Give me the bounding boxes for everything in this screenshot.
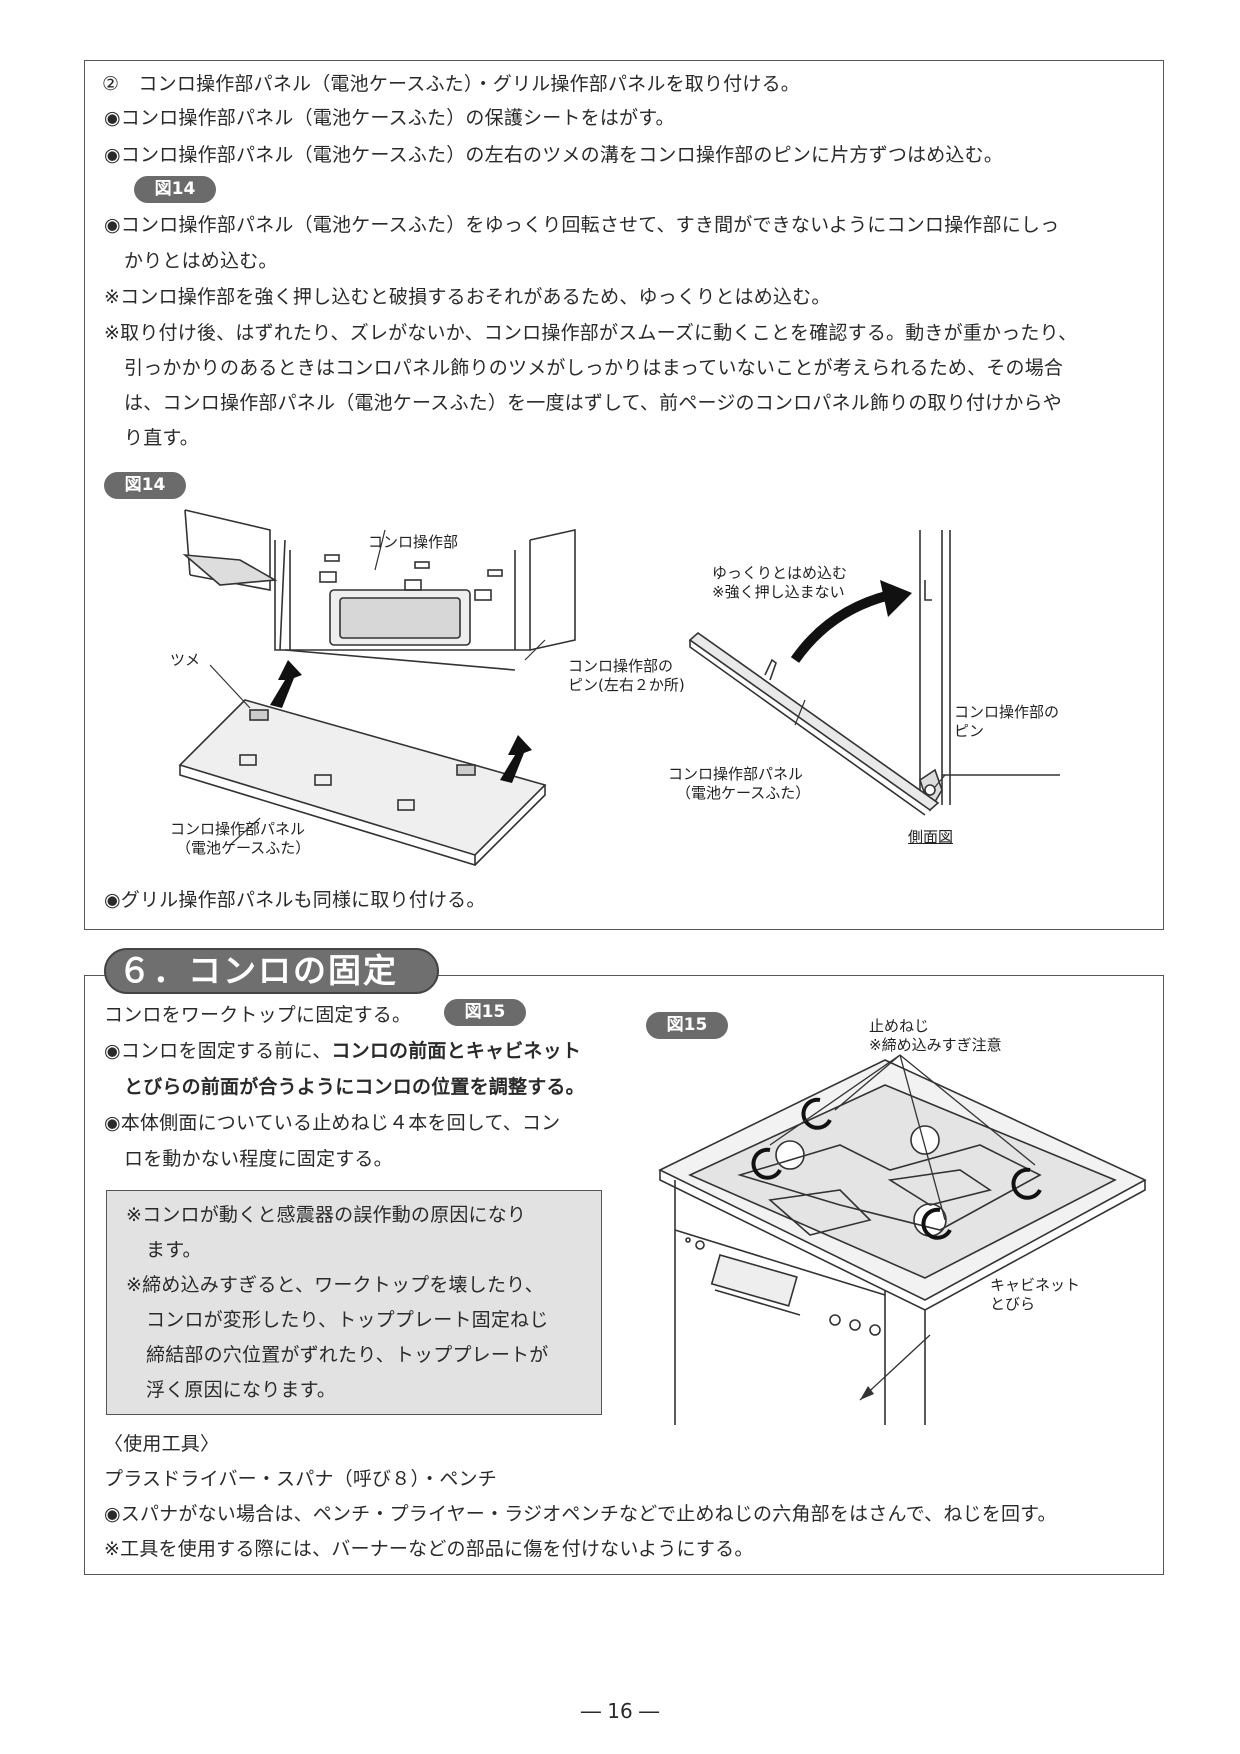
bullet-adjust-emphasis-cont: とびらの前面が合うようにコンロの位置を調整する。	[124, 1076, 585, 1098]
caution-line1: ※コンロが動くと感震器の誤作動の原因になり	[126, 1204, 527, 1226]
note-check-line1: ※取り付け後、はずれたり、ズレがないか、コンロ操作部がスムーズに動くことを確認す…	[104, 322, 1078, 344]
tools-heading: 〈使用工具〉	[104, 1433, 220, 1455]
label-side-view: 側面図	[908, 828, 954, 846]
fixing-section-box	[84, 975, 1164, 1575]
bullet-set-screws-cont: ロを動かない程度に固定する。	[124, 1148, 393, 1170]
figure-ref-badge: 図14	[134, 176, 216, 203]
page-number: ― 16 ―	[580, 1699, 660, 1723]
tool-caution: ※工具を使用する際には、バーナーなどの部品に傷を付けないようにする。	[104, 1538, 754, 1560]
grill-panel-note: ◉グリル操作部パネルも同様に取り付ける。	[104, 889, 486, 911]
bullet-rotate-panel-cont: かりとはめ込む。	[124, 250, 278, 272]
note-push-gently: ※コンロ操作部を強く押し込むと破損するおそれがあるため、ゆっくりとはめ込む。	[104, 286, 831, 308]
label-panel: コンロ操作部パネル	[170, 820, 306, 838]
bullet-insert-tabs: ◉コンロ操作部パネル（電池ケースふた）の左右のツメの溝をコンロ操作部のピンに片方…	[104, 144, 1004, 166]
bullet-remove-sheet: ◉コンロ操作部パネル（電池ケースふた）の保護シートをはがす。	[104, 107, 675, 129]
label-pin: コンロ操作部の	[568, 657, 674, 675]
bullet-adjust-emphasis: コンロの前面とキャビネット	[331, 1040, 582, 1062]
label-do-not-push: ※強く押し込まない	[712, 583, 845, 601]
figure14-badge: 図14	[104, 472, 186, 499]
label-panel-cont: （電池ケースふた）	[176, 839, 311, 857]
label-control-unit: コンロ操作部	[368, 533, 459, 551]
installation-step-box	[84, 60, 1164, 930]
caution-line3: ※締め込みすぎると、ワークトップを壊したり、	[126, 1274, 544, 1296]
bullet-set-screws: ◉本体側面についている止めねじ４本を回して、コン	[104, 1112, 561, 1134]
caution-line2: ます。	[146, 1239, 202, 1261]
label-side-pin: コンロ操作部の	[954, 703, 1060, 721]
figure15-illustration	[658, 1054, 1147, 1425]
intro-text: コンロをワークトップに固定する。	[104, 1004, 412, 1026]
label-side-panel-cont: （電池ケースふた）	[676, 784, 811, 802]
note-check-line4: り直す。	[124, 427, 199, 449]
section-title: ６．コンロの固定	[118, 951, 398, 990]
caution-note-box	[106, 1190, 602, 1415]
label-cabinet-door: キャビネット	[990, 1276, 1081, 1294]
caution-line5: 締結部の穴位置がずれたり、トッププレートが	[146, 1344, 549, 1366]
label-cabinet-door-cont: とびら	[990, 1295, 1036, 1313]
label-insert-slowly: ゆっくりとはめ込む	[712, 564, 848, 582]
label-pin-cont: ピン(左右２か所)	[568, 676, 685, 694]
caution-line6: 浮く原因になります。	[146, 1379, 337, 1401]
figure15-badge: 図15	[646, 1012, 728, 1039]
tools-list: プラスドライバー・スパナ（呼び８）・ペンチ	[104, 1468, 497, 1490]
spanner-tip: ◉スパナがない場合は、ペンチ・プライヤー・ラジオペンチなどで止めねじの六角部をは…	[104, 1503, 1057, 1525]
step-title: ② コンロ操作部パネル（電池ケースふた）・グリル操作部パネルを取り付ける。	[102, 73, 800, 95]
bullet-adjust-lead: ◉コンロを固定する前に、	[104, 1040, 332, 1062]
label-side-panel: コンロ操作部パネル	[668, 765, 804, 783]
label-side-pin-cont: ピン	[954, 722, 985, 740]
label-set-screw: 止めねじ	[869, 1017, 930, 1035]
bullet-rotate-panel: ◉コンロ操作部パネル（電池ケースふた）をゆっくり回転させて、すき間ができないよう…	[104, 214, 1060, 236]
figure14-side-illustration	[688, 530, 1060, 816]
note-check-line3: は、コンロ操作部パネル（電池ケースふた）を一度はずして、前ページのコンロパネル飾…	[124, 392, 1062, 414]
label-tab: ツメ	[170, 651, 201, 669]
figure-ref-badge-15: 図15	[444, 999, 526, 1026]
note-check-line2: 引っかかりのあるときはコンロパネル飾りのツメがしっかりはまっていないことが考えら…	[124, 357, 1064, 379]
label-overtighten-caution: ※締め込みすぎ注意	[869, 1036, 1002, 1054]
caution-line4: コンロが変形したり、トッププレート固定ねじ	[146, 1309, 549, 1331]
section-heading-tab	[104, 948, 439, 994]
bullet-adjust-position: ◉コンロを固定する前に、コンロの前面とキャビネット	[104, 1038, 581, 1064]
figure14-front-illustration	[178, 509, 576, 867]
